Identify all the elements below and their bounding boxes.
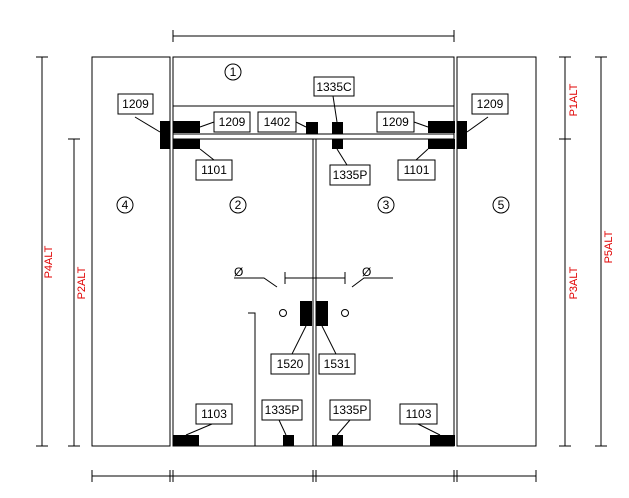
label-1101-left: 1101 (195, 159, 233, 181)
diameter-leader-left (234, 277, 278, 288)
frame-outlines (91, 56, 537, 447)
hinge-right-lower (430, 435, 455, 446)
svg-text:1335P: 1335P (265, 403, 300, 417)
svg-text:2: 2 (235, 198, 242, 212)
label-1531: 1531 (318, 353, 356, 375)
leader-1209-tr (466, 116, 489, 133)
dim-label-p5alt: P5ALT (603, 230, 615, 263)
label-1520: 1520 (270, 353, 310, 375)
leader-1335p-top (336, 148, 348, 166)
svg-text:1209: 1209 (382, 115, 409, 129)
svg-text:1520: 1520 (277, 357, 304, 371)
svg-text:1101: 1101 (404, 163, 430, 177)
panel-5-outline (456, 56, 537, 447)
svg-text:5: 5 (498, 198, 505, 212)
push-bar-line (248, 312, 256, 446)
svg-text:1335P: 1335P (333, 168, 368, 182)
bolt-1335p-top (332, 139, 343, 149)
dim-label-p2alt: P2ALT (76, 266, 88, 299)
dim-label-p1alt: P1ALT (568, 83, 580, 116)
label-1103-right: 1103 (399, 403, 438, 425)
lock-1531 (316, 301, 328, 326)
leader-1335c (332, 95, 338, 123)
label-1335p-bottom-left: 1335P (261, 399, 303, 421)
diameter-symbol-right: Ø (362, 265, 371, 279)
svg-text:1335C: 1335C (316, 80, 352, 94)
label-1335p-bottom-right: 1335P (329, 399, 371, 421)
panel-number-1: 1 (224, 63, 242, 81)
svg-text:1209: 1209 (122, 97, 149, 111)
label-1402: 1402 (257, 111, 297, 133)
leader-1103-l (185, 423, 213, 436)
label-1209-top-center: 1209 (213, 111, 251, 133)
leader-1335p-br (336, 419, 351, 436)
leader-1101-l (199, 148, 215, 161)
hinge-right-jamb (457, 121, 467, 149)
diameter-symbol-left: Ø (234, 265, 243, 279)
svg-text:1209: 1209 (219, 115, 246, 129)
svg-text:1103: 1103 (406, 407, 432, 421)
hardware-blocks (160, 121, 467, 446)
panel-number-5: 5 (492, 196, 510, 214)
label-1103-left: 1103 (195, 403, 233, 425)
leader-lines (134, 95, 489, 436)
label-1209-top-right: 1209 (471, 93, 509, 115)
panel-number-3: 3 (377, 196, 395, 214)
hinge-right-bottom (428, 139, 455, 149)
svg-text:1101: 1101 (201, 163, 227, 177)
hinge-left-lower (173, 435, 199, 446)
diameter-dimension: Ø Ø (234, 265, 393, 288)
bolt-1335c (332, 122, 343, 134)
svg-text:1: 1 (230, 65, 237, 79)
diameter-leader-right (351, 277, 393, 288)
leader-1209-tl (134, 116, 161, 133)
leader-1520 (291, 325, 307, 355)
label-1101-right: 1101 (397, 159, 436, 181)
hinge-right-top (428, 121, 455, 133)
dim-label-p4alt: P4ALT (43, 245, 55, 278)
stop-1402 (306, 122, 318, 134)
panel-4-outline (91, 56, 171, 447)
pull-circle-right (341, 309, 349, 317)
svg-text:1209: 1209 (477, 97, 504, 111)
label-1335c: 1335C (313, 76, 355, 97)
leader-1209-rc (413, 121, 429, 128)
bolt-1335p-bottom-right (332, 435, 343, 446)
hinge-left-jamb (160, 121, 170, 149)
leader-1531 (321, 325, 337, 355)
svg-text:1531: 1531 (324, 357, 351, 371)
svg-text:4: 4 (122, 198, 129, 212)
panel-numbers: 1 2 3 4 5 (116, 63, 510, 214)
label-1335p-top: 1335P (329, 164, 371, 186)
panel-number-4: 4 (116, 196, 134, 214)
leader-1103-r (417, 423, 441, 436)
svg-text:1103: 1103 (201, 407, 227, 421)
hinge-left-top (173, 121, 200, 133)
leader-1209-tc (199, 121, 215, 128)
svg-text:1335P: 1335P (333, 403, 368, 417)
dimension-labels: P4ALT P2ALT P1ALT P3ALT P5ALT (43, 83, 615, 299)
label-1209-top-left: 1209 (117, 93, 154, 115)
leader-1101-r (415, 148, 429, 161)
lock-1520 (300, 301, 312, 326)
label-1209-right-center: 1209 (376, 111, 415, 133)
hinge-left-bottom (173, 139, 200, 149)
leader-1402 (295, 121, 307, 128)
svg-text:1402: 1402 (264, 115, 291, 129)
dimension-lines (36, 30, 607, 482)
leader-1335p-bl (278, 419, 287, 436)
bolt-1335p-bottom-left (283, 435, 294, 446)
pull-circle-left (279, 309, 287, 317)
panel-number-2: 2 (229, 196, 247, 214)
hardware-labels: 1209 1209 1402 1335C 1209 1209 1101 133 (117, 76, 509, 425)
svg-text:3: 3 (383, 198, 390, 212)
dim-label-p3alt: P3ALT (568, 266, 580, 299)
